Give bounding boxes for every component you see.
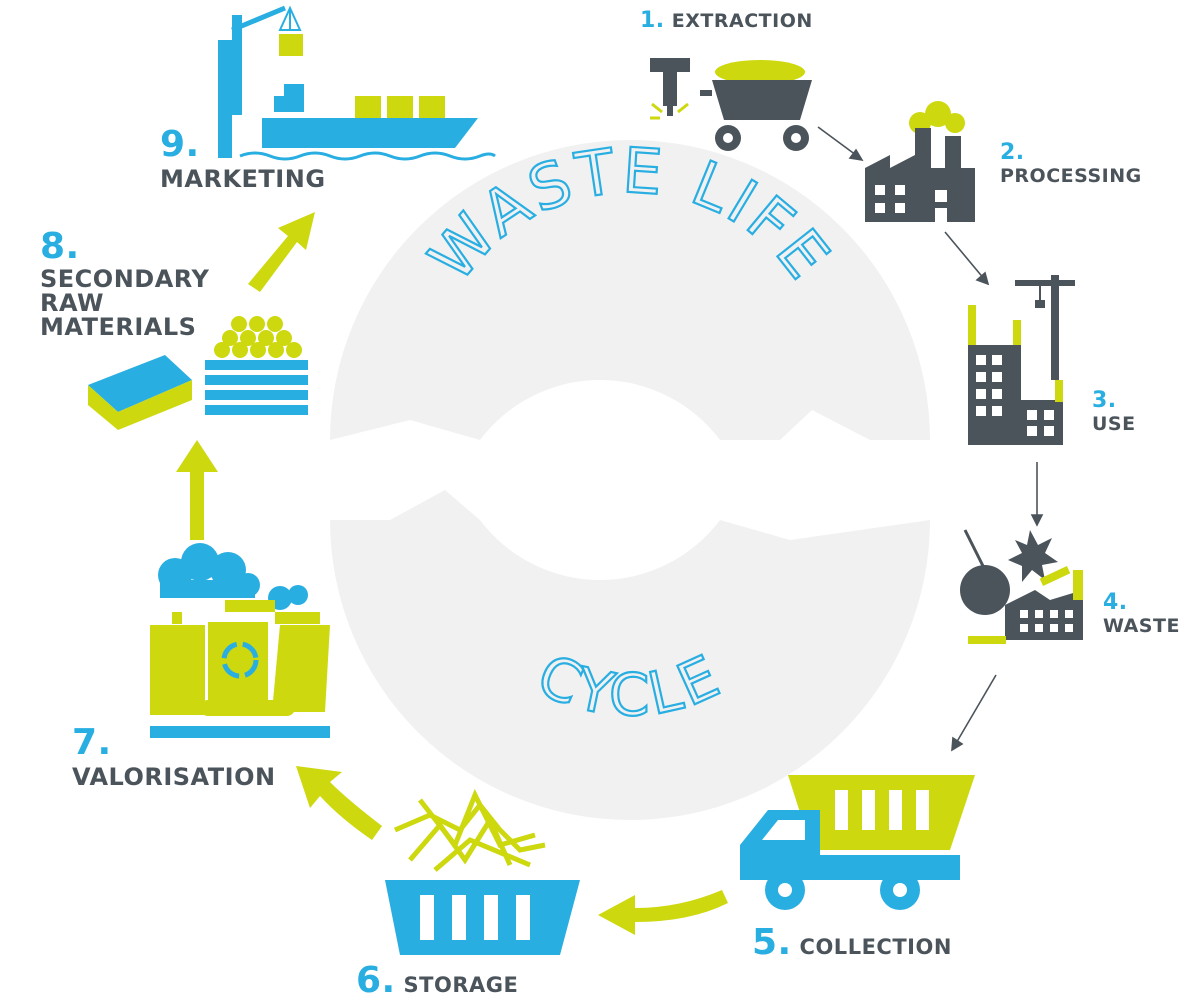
step-3-text: USE [1092, 413, 1136, 435]
step-2-text: PROCESSING [1000, 165, 1142, 187]
cycle-ring [330, 140, 930, 820]
step-8-text-line-2: RAW [40, 289, 104, 317]
step-4-label: 4. WASTE [1103, 590, 1180, 637]
arrow-head-4-5 [951, 736, 964, 752]
arrow-7-8 [176, 440, 218, 540]
connector-arrows-thin [817, 126, 1044, 752]
arrow-head-1-2 [848, 148, 864, 162]
arrow-2-3 [944, 231, 986, 281]
arrow-6-7 [296, 766, 382, 840]
step-1-text: EXTRACTION [671, 10, 813, 32]
step-5-label: 5. COLLECTION [752, 922, 952, 963]
ring-upper-half [330, 140, 930, 440]
step-8-label: 8. SECONDARY RAW MATERIALS [40, 226, 209, 339]
step-6-text: STORAGE [403, 973, 519, 997]
step-2-label: 2. PROCESSING [1000, 140, 1142, 187]
step-5-number: 5. [752, 922, 792, 963]
step-8-number: 8. [40, 226, 80, 267]
step-6-label: 6. STORAGE [356, 960, 518, 1001]
connector-arrows-thick [176, 212, 728, 935]
step-7-label: 7. VALORISATION [72, 722, 276, 791]
factory-icon [865, 101, 975, 222]
demolition-icon [960, 529, 1083, 644]
recycling-plant-icon [150, 543, 330, 738]
arrow-5-6 [598, 890, 728, 935]
cargo-ship-icon [218, 5, 496, 161]
arrow-head-3-4 [1030, 514, 1044, 527]
step-2-number: 2. [1000, 140, 1025, 165]
step-5-text: COLLECTION [799, 935, 952, 959]
step-8-text-line-3: MATERIALS [40, 313, 197, 341]
arrow-head-2-3 [975, 271, 990, 286]
raw-materials-icon [88, 316, 308, 430]
step-8-text-line-1: SECONDARY [40, 265, 210, 293]
dump-truck-icon [740, 775, 975, 910]
ring-lower-half [330, 490, 930, 820]
step-1-number: 1. [640, 8, 665, 33]
step-4-number: 4. [1103, 590, 1128, 615]
step-6-number: 6. [356, 960, 396, 1001]
step-7-number: 7. [72, 722, 112, 763]
arrow-4-5 [954, 674, 997, 746]
extraction-icon [650, 58, 812, 151]
step-3-number: 3. [1092, 388, 1117, 413]
step-1-label: 1. EXTRACTION [640, 8, 813, 33]
step-9-text: MARKETING [160, 165, 326, 193]
step-9-label: 9. MARKETING [160, 124, 326, 193]
building-crane-icon [968, 275, 1075, 445]
step-3-label: 3. USE [1092, 388, 1136, 435]
step-9-number: 9. [160, 124, 200, 165]
arrow-8-9 [248, 212, 315, 292]
scrap-container-icon [385, 788, 580, 955]
step-4-text: WASTE [1103, 615, 1180, 637]
step-7-text: VALORISATION [72, 763, 276, 791]
